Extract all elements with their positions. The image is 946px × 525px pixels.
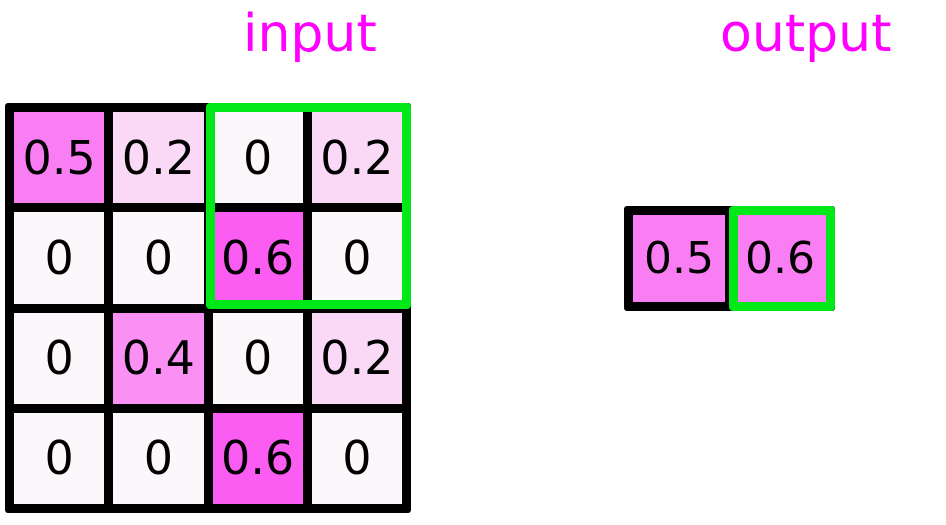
output-matrix-cell: 0.6: [734, 215, 826, 302]
input-matrix-cell: 0.2: [113, 112, 204, 204]
input-matrix-cell: 0: [311, 212, 402, 304]
input-matrix-cell: 0: [212, 112, 303, 204]
input-title: input: [243, 4, 377, 64]
input-matrix-cell: 0.5: [14, 112, 105, 204]
input-matrix-cell: 0: [113, 212, 204, 304]
input-matrix-cell: 0.6: [212, 412, 303, 504]
input-matrix-cell: 0: [212, 312, 303, 404]
output-title: output: [720, 4, 892, 64]
input-matrix-cell: 0: [14, 412, 105, 504]
input-matrix-cell: 0.6: [212, 212, 303, 304]
input-matrix-cell: 0.2: [311, 312, 402, 404]
input-matrix-cell: 0.2: [311, 112, 402, 204]
input-matrix-cell: 0: [14, 312, 105, 404]
input-matrix-cell: 0.4: [113, 312, 204, 404]
output-matrix-cell: 0.5: [633, 215, 725, 302]
input-matrix-cell: 0: [311, 412, 402, 504]
input-matrix-cell: 0: [113, 412, 204, 504]
input-matrix-cell: 0: [14, 212, 105, 304]
